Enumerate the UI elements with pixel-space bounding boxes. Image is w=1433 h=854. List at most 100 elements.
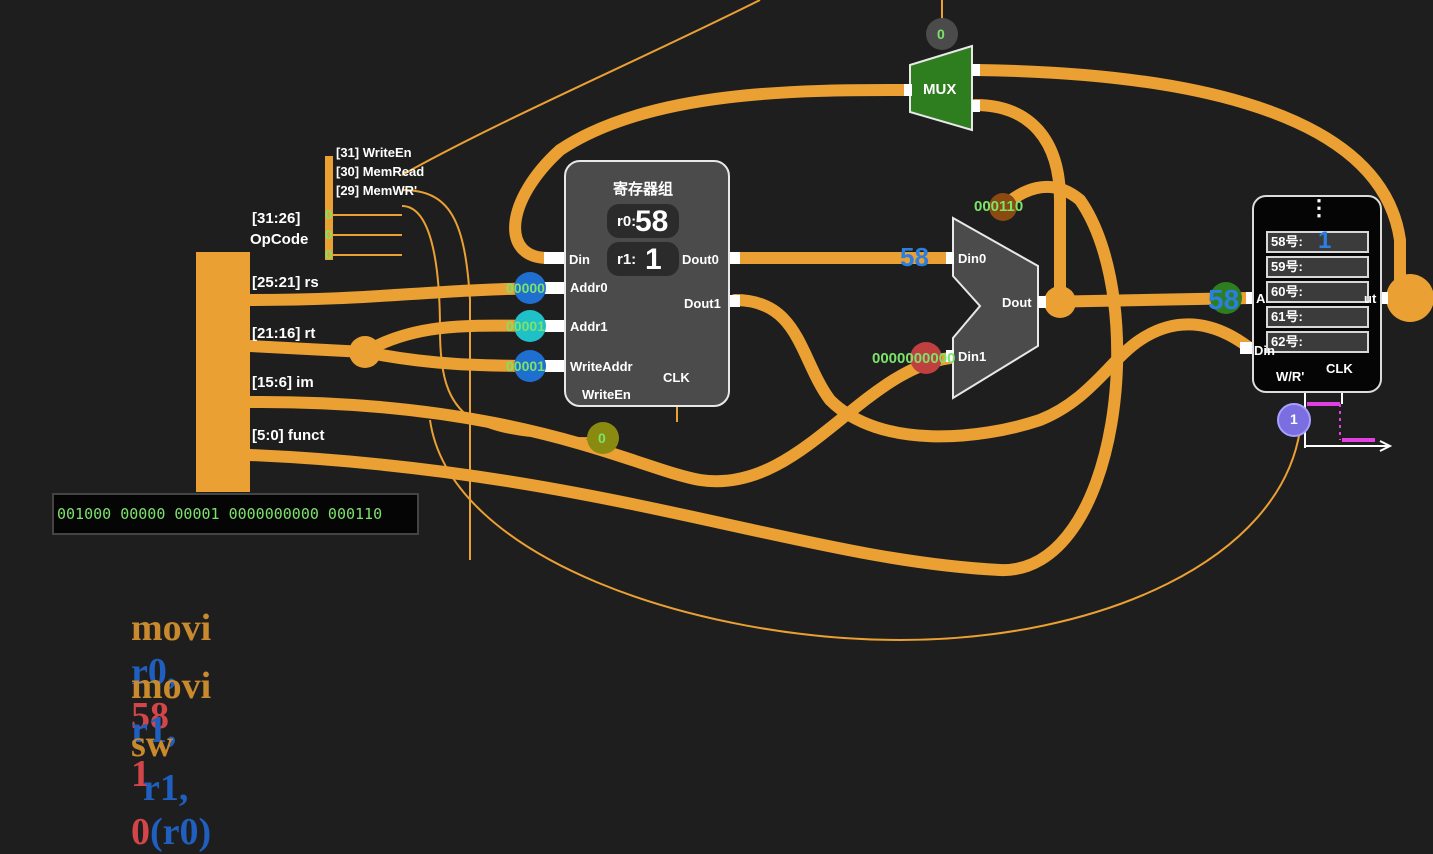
code-3-reg: r1,: [143, 767, 189, 809]
junction-alu-out: [1044, 286, 1076, 318]
ctrl-bit-2: 0: [325, 247, 333, 262]
code-2-op: movi: [131, 665, 212, 707]
circuit-canvas: [196, 0, 1433, 642]
alu-port-dout: [1038, 296, 1046, 308]
wire-rs: [244, 282, 554, 306]
r0-label: r0:: [617, 213, 637, 230]
time-arrowhead: [1379, 440, 1393, 452]
mem-cell-61-label: 61号:: [1271, 309, 1303, 324]
mux-shape: [909, 44, 973, 132]
mem-cell-60-label: 60号:: [1271, 284, 1303, 299]
mem-port-din: Din: [1254, 343, 1275, 358]
code-line-1: movi r0, 58: [112, 562, 211, 738]
label-memwr: [29] MemWR': [336, 183, 418, 198]
r1-display: r1: 1: [607, 242, 679, 276]
port-writeaddr-label: WriteAddr: [570, 359, 633, 374]
mux-port-out0: [972, 64, 980, 76]
mem-cell-58-value: 1: [1318, 227, 1332, 254]
din1-token: [910, 342, 942, 374]
label-opcode: OpCode: [250, 231, 309, 248]
label-funct: [5:0] funct: [252, 427, 325, 444]
control-bus: [325, 156, 333, 260]
alu-din1-value: 0000000000: [872, 350, 956, 367]
junction-mem-out: [1386, 274, 1433, 322]
addr1-token: [514, 310, 546, 342]
alu-select-value: 000110: [974, 198, 1024, 215]
mem-cell-62-label: 62号:: [1271, 334, 1303, 349]
label-rt: [21:16] rt: [252, 325, 316, 342]
mem-cell-61: 61号:: [1266, 306, 1369, 328]
wire-memwr-thin: [401, 205, 601, 440]
port-mem-out: [1378, 292, 1388, 304]
port-addr0: [544, 282, 564, 294]
mem-cell-58: 58号:: [1266, 231, 1369, 253]
code-3-arg: 0: [131, 811, 150, 853]
port-din: [544, 252, 564, 264]
port-din-label: Din: [569, 252, 590, 267]
mem-cell-58-label: 58号:: [1271, 234, 1303, 249]
alu-select-token: [989, 193, 1017, 221]
writeen-token: [587, 422, 619, 454]
alu-dout-label: Dout: [1002, 295, 1032, 310]
register-bank: 寄存器组 r0: 58 r1: 1 Din Addr0 Addr1 WriteA…: [564, 160, 730, 407]
port-dout0-label: Dout0: [682, 252, 719, 267]
alu-mux-shape: [952, 216, 1039, 400]
label-rs: [25:21] rs: [252, 274, 319, 291]
code-1-op: movi: [131, 607, 212, 649]
mem-port-dout: ut: [1364, 291, 1377, 306]
mux-select-token: [926, 18, 958, 50]
addr1-value: 00001: [506, 318, 545, 334]
wire-dout1: [729, 294, 1256, 443]
alu-port-din0: [946, 252, 954, 264]
addr0-value: 00000: [506, 280, 545, 296]
wire-rt: [244, 340, 371, 358]
alu-port-din1: [946, 350, 954, 362]
mem-cell-62: 62号:: [1266, 331, 1369, 353]
code-3-op: sw: [131, 723, 174, 765]
alu-din0-value: 58: [900, 242, 929, 272]
wr-token: [1277, 403, 1311, 437]
port-clk-label: CLK: [663, 370, 690, 385]
label-im: [15:6] im: [252, 374, 314, 391]
instruction-bus: [196, 252, 250, 492]
mem-addr-token: [1210, 282, 1242, 314]
port-addr1-label: Addr1: [570, 319, 608, 334]
r1-value: 1: [645, 243, 662, 276]
mux-label: MUX: [923, 81, 957, 98]
writeaddr-token: [514, 350, 546, 382]
port-mem-din: [1240, 342, 1254, 354]
wire-mux-out-top: [969, 64, 1406, 306]
wire-din-loop: [509, 84, 911, 264]
mem-addr-value: 58: [1208, 284, 1240, 315]
code-1-reg: r0,: [131, 651, 177, 693]
writeen-value: 0: [598, 430, 606, 446]
mem-clk-label: CLK: [1326, 361, 1353, 376]
wire-funct: [244, 180, 1124, 577]
label-writeen: [31] WriteEn: [336, 145, 412, 160]
junction-rt: [349, 336, 381, 368]
wire-memwr-long: [429, 419, 1301, 642]
code-1-arg: 58: [131, 695, 169, 737]
ctrl-bit-1: 0: [325, 227, 333, 242]
port-writeen-label: WriteEn: [582, 387, 631, 402]
memory-dots: ⋮: [1308, 195, 1330, 220]
mux-port-out1: [972, 100, 980, 112]
code-3-base: (r0): [150, 811, 212, 853]
port-writeaddr: [544, 360, 564, 372]
mem-cell-59: 59号:: [1266, 256, 1369, 278]
code-line-3: sw r1, 0(r0): [112, 678, 211, 854]
mux-select-value: 0: [937, 26, 945, 42]
port-dout1-label: Dout1: [684, 296, 721, 311]
r0-display: r0: 58: [607, 204, 679, 238]
wire-mux-out-bot: [969, 99, 1066, 308]
port-addr1: [544, 320, 564, 332]
r1-label: r1:: [617, 251, 637, 268]
label-opcode-range: [31:26]: [252, 210, 301, 227]
writeaddr-value: 00001: [506, 358, 545, 374]
port-mem-addr: [1246, 292, 1256, 304]
mem-wr-value: 1: [1290, 411, 1298, 427]
mem-cell-60: 60号:: [1266, 281, 1369, 303]
mux-port-in: [904, 84, 912, 96]
mem-port-addr: A: [1256, 291, 1266, 306]
alu-din1-label: Din1: [958, 349, 987, 364]
